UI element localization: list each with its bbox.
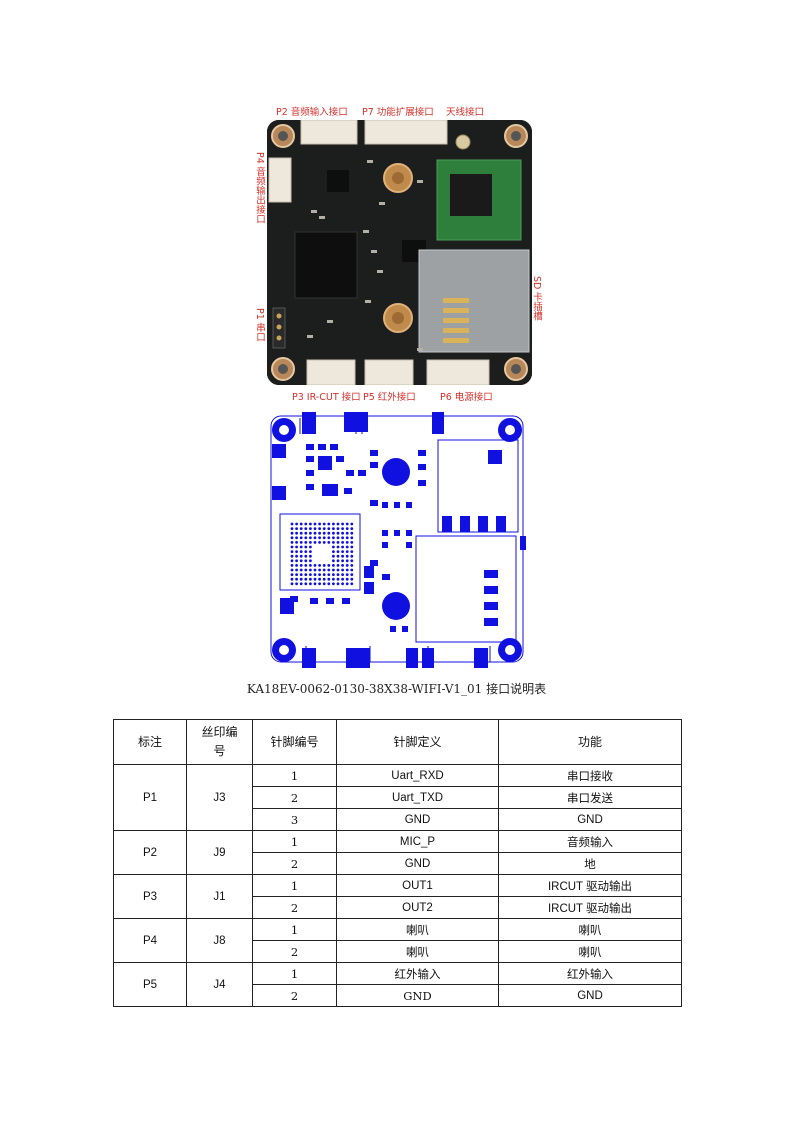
table-header-row: 标注 丝印编号 针脚编号 针脚定义 功能	[113, 719, 682, 765]
cell-silk: J9	[186, 830, 253, 875]
cell-def: Uart_RXD	[336, 764, 499, 787]
interface-table: 标注 丝印编号 针脚编号 针脚定义 功能 P1 J3 1 Uart_RXD 串口…	[113, 719, 682, 1007]
label-antenna: 天线接口	[446, 107, 485, 118]
board-photo: P2 音频输入接口 P7 功能扩展接口 天线接口 P4 音频输出接口 SD 卡插…	[250, 98, 550, 403]
bga-grid	[290, 522, 354, 586]
cell-func: 红外输入	[498, 962, 682, 985]
cell-pin: 2	[252, 940, 337, 963]
cell-func: 串口发送	[498, 786, 682, 809]
pcb-photo	[267, 120, 532, 385]
cell-def: GND	[336, 984, 499, 1007]
cell-def: OUT1	[336, 874, 499, 897]
cell-silk: J4	[186, 962, 253, 1007]
label-p4: P4 音频输出接口	[254, 152, 265, 224]
table-row: P5 J4 1 红外输入 红外输入	[113, 962, 682, 1007]
cell-func: IRCUT 驱动输出	[498, 896, 682, 919]
table-row: P1 J3 1 Uart_RXD 串口接收	[113, 764, 682, 831]
pcb-layout-art	[270, 412, 526, 668]
cell-func: 串口接收	[498, 764, 682, 787]
cell-silk: J3	[186, 764, 253, 831]
label-p2: P2 音频输入接口	[276, 107, 348, 118]
header-def: 针脚定义	[336, 719, 499, 765]
cell-pin: 3	[252, 808, 337, 831]
figure-caption: KA18EV-0062-0130-38X38-WIFI-V1_01 接口说明表	[246, 682, 547, 696]
header-mark: 标注	[113, 719, 187, 765]
cell-def: MIC_P	[336, 830, 499, 853]
table-row: 3 GND GND	[114, 808, 682, 831]
table-row: 2 GND GND	[114, 984, 682, 1007]
cell-func: 喇叭	[498, 918, 682, 941]
cell-def: GND	[336, 808, 499, 831]
cell-pin: 1	[252, 874, 337, 897]
cell-silk: J1	[186, 874, 253, 919]
cell-func: 地	[498, 852, 682, 875]
cell-def: 喇叭	[336, 918, 499, 941]
cell-func: IRCUT 驱动输出	[498, 874, 682, 897]
cell-mark: P3	[113, 874, 187, 919]
cell-pin: 1	[252, 918, 337, 941]
cell-mark: P2	[113, 830, 187, 875]
cell-pin: 2	[252, 786, 337, 809]
header-func: 功能	[498, 719, 682, 765]
cell-def: OUT2	[336, 896, 499, 919]
header-silk: 丝印编号	[186, 719, 253, 765]
cell-pin: 1	[252, 764, 337, 787]
cell-pin: 1	[252, 830, 337, 853]
table-row: 2 GND 地	[114, 852, 682, 875]
label-p6: P6 电源接口	[440, 392, 493, 403]
pcb-photo-art	[267, 120, 532, 385]
table-row: P2 J9 1 MIC_P 音频输入	[113, 830, 682, 875]
cell-mark: P5	[113, 962, 187, 1007]
cell-def: Uart_TXD	[336, 786, 499, 809]
cell-silk: J8	[186, 918, 253, 963]
label-p7: P7 功能扩展接口	[362, 107, 434, 118]
label-sd: SD 卡插槽	[531, 276, 542, 321]
cell-func: 喇叭	[498, 940, 682, 963]
cell-def: 红外输入	[336, 962, 499, 985]
table-row: 2 OUT2 IRCUT 驱动输出	[114, 896, 682, 919]
cell-def: GND	[336, 852, 499, 875]
cell-func: 音频输入	[498, 830, 682, 853]
table-row: P3 J1 1 OUT1 IRCUT 驱动输出	[113, 874, 682, 919]
label-p1: P1 串口	[254, 308, 265, 342]
cell-pin: 2	[252, 852, 337, 875]
cell-pin: 1	[252, 962, 337, 985]
label-p3: P3 IR-CUT 接口	[292, 392, 361, 403]
cell-func: GND	[498, 808, 682, 831]
cell-mark: P4	[113, 918, 187, 963]
cell-pin: 2	[252, 896, 337, 919]
cell-pin: 2	[252, 984, 337, 1007]
table-row: 2 Uart_TXD 串口发送	[114, 786, 682, 809]
table-row: P4 J8 1 喇叭 喇叭	[113, 918, 682, 963]
pcb-layout-drawing	[270, 410, 526, 668]
label-p5: P5 红外接口	[363, 392, 416, 403]
cell-func: GND	[498, 984, 682, 1007]
cell-mark: P1	[113, 764, 187, 831]
cell-def: 喇叭	[336, 940, 499, 963]
header-pin: 针脚编号	[252, 719, 337, 765]
